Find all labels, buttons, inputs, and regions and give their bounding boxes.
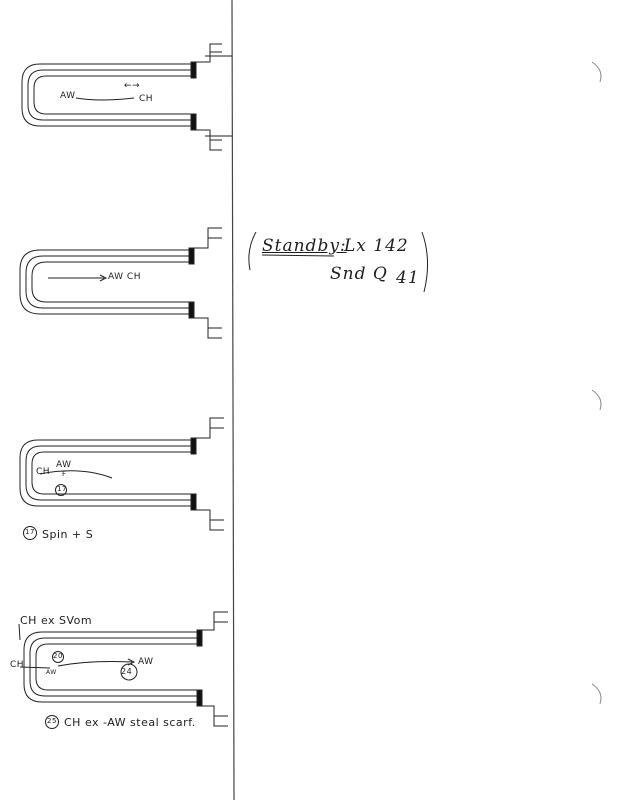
- cue-circle-24: [120, 663, 138, 681]
- label-aw-1: AW: [60, 91, 76, 101]
- ch-ex-heading: CH ex SVom: [20, 614, 93, 627]
- label-ch-4-left: CH: [10, 660, 25, 670]
- label-ch-3: CH: [36, 467, 51, 477]
- stage-outline-3: [19, 417, 224, 540]
- label-aw-4: AW: [138, 657, 154, 667]
- label-aw-ch-2: AW CH: [108, 272, 141, 282]
- cue-17-number: 17: [25, 528, 35, 536]
- stage-outline-4: [18, 611, 228, 729]
- standby-label: Standby:: [262, 236, 347, 256]
- double-arrow-1: ←→: [124, 81, 141, 91]
- cue-circle-17: [55, 484, 67, 496]
- cue-number-20: 20: [53, 652, 63, 660]
- standby-snd: Snd Q: [330, 264, 388, 284]
- cue-number-24: 24: [121, 667, 133, 676]
- label-ch-1: CH: [139, 94, 154, 104]
- standby-lx: Lx 142: [344, 236, 409, 256]
- cue-17-note: Spin + S: [42, 528, 94, 541]
- stage-outline-1: [21, 43, 232, 151]
- cue-number-25: 25: [47, 717, 57, 725]
- cue-number-17: 17: [57, 485, 67, 493]
- page-rule: [231, 0, 235, 800]
- label-f-3: F: [62, 470, 67, 478]
- standby-snd-number: 41: [396, 268, 420, 288]
- cue-25-note: CH ex -AW steal scarf.: [64, 716, 196, 729]
- label-aw-3: AW: [56, 460, 72, 470]
- stage-outline-2: [19, 227, 222, 339]
- cue-circle-20: [52, 651, 64, 663]
- label-aw-4-small: AW: [46, 669, 57, 676]
